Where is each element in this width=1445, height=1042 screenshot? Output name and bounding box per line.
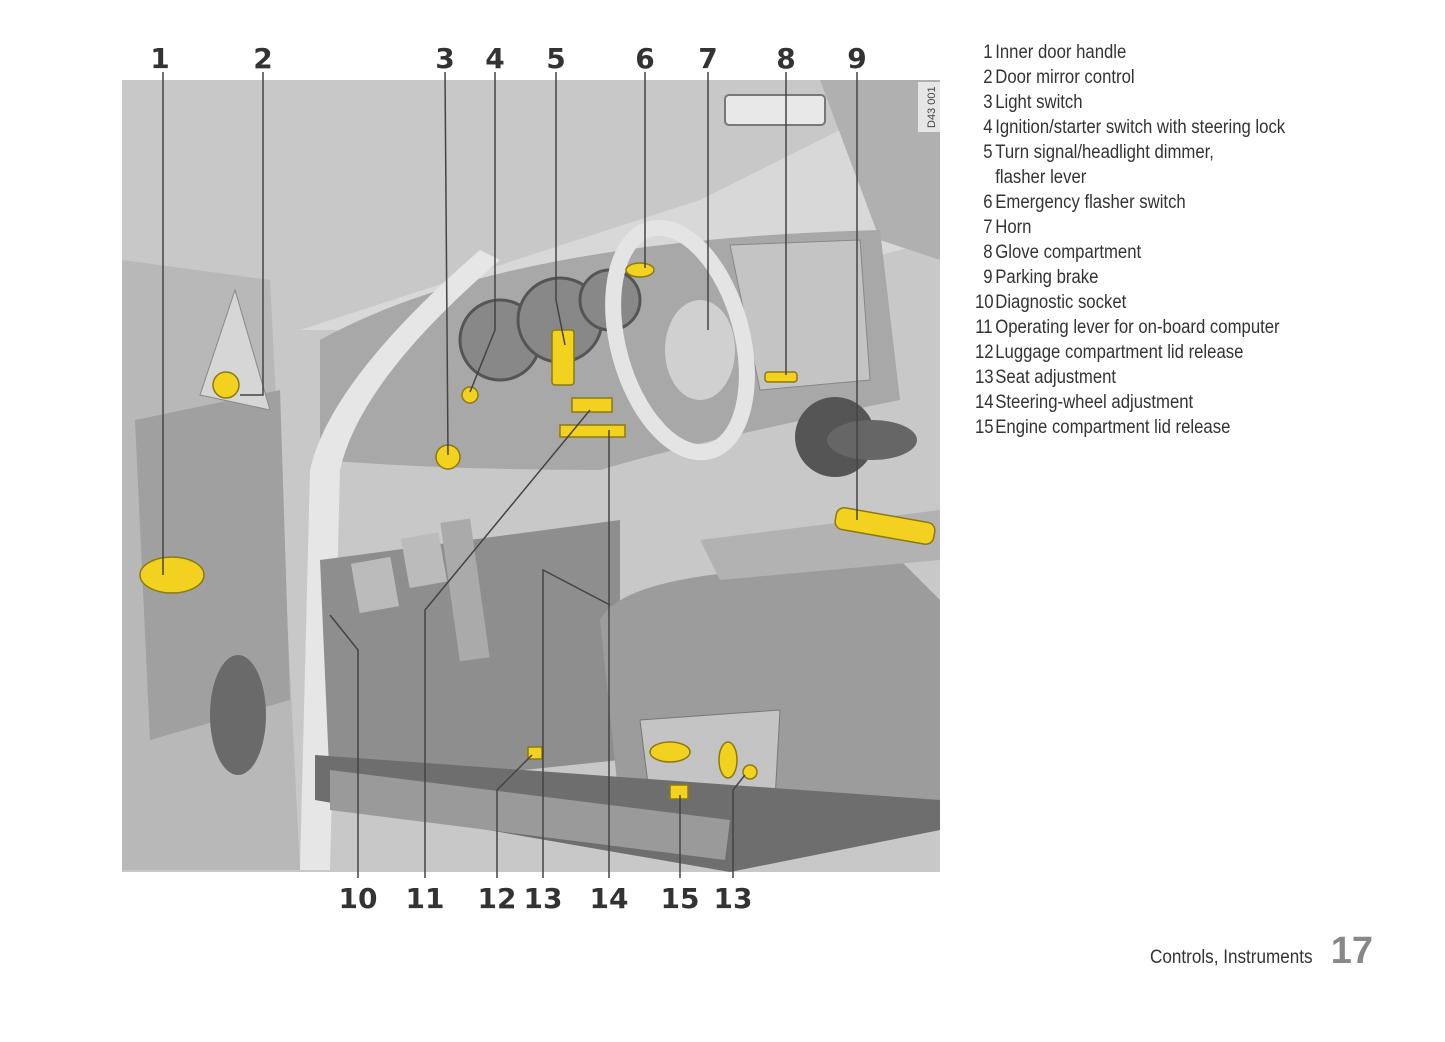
callout-6: 6	[635, 42, 654, 75]
drawing-number: D43 001	[926, 86, 938, 128]
page-footer: Controls, Instruments 17	[1132, 930, 1373, 973]
legend-text: Emergency flasher switch	[995, 192, 1186, 213]
legend-number: 2	[983, 67, 993, 88]
legend-text: Diagnostic socket	[995, 292, 1127, 313]
legend-text: Glove compartment	[995, 242, 1142, 263]
callout-12: 12	[478, 882, 517, 915]
callout-9: 9	[847, 42, 866, 75]
legend-number: 15	[975, 417, 994, 438]
callout-10: 10	[339, 882, 378, 915]
legend-number: 9	[983, 267, 993, 288]
legend-text: Operating lever for on-board computer	[995, 317, 1280, 338]
callout-1: 1	[150, 42, 169, 75]
legend-text: Seat adjustment	[995, 367, 1117, 388]
legend-text: Light switch	[995, 92, 1083, 113]
legend-text: Inner door handle	[995, 42, 1127, 63]
callout-3: 3	[435, 42, 454, 75]
callout-2: 2	[253, 42, 272, 75]
callout-11: 11	[406, 882, 445, 915]
callout-4: 4	[485, 42, 504, 75]
legend-text: Parking brake	[995, 267, 1099, 288]
section-title: Controls, Instruments	[1150, 947, 1313, 968]
callout-13: 13	[524, 882, 563, 915]
legend-text: Engine compartment lid release	[995, 417, 1231, 438]
legend-number: 10	[975, 292, 994, 313]
legend-number: 12	[975, 342, 994, 363]
legend-number: 4	[983, 117, 993, 138]
legend-number: 6	[983, 192, 993, 213]
legend-number: 13	[975, 367, 994, 388]
legend-text: Ignition/starter switch with steering lo…	[995, 117, 1286, 138]
legend-number: 3	[983, 92, 993, 113]
legend-number: 7	[983, 217, 993, 238]
legend-text: Turn signal/headlight dimmer, flasher le…	[995, 142, 1214, 188]
legend-number: 5	[983, 142, 993, 163]
legend-number: 11	[975, 317, 993, 338]
legend-number: 1	[983, 42, 993, 63]
page-number: 17	[1330, 930, 1373, 972]
legend-text: Horn	[995, 217, 1032, 238]
callout-7: 7	[698, 42, 717, 75]
legend-number: 14	[975, 392, 994, 413]
legend-text: Steering-wheel adjustment	[995, 392, 1194, 413]
inner-door-handle	[139, 556, 205, 594]
legend-text: Door mirror control	[995, 67, 1135, 88]
callout-15: 15	[661, 882, 700, 915]
legend-text: Luggage compartment lid release	[995, 342, 1244, 363]
callout-14: 14	[590, 882, 629, 915]
callout-8: 8	[776, 42, 795, 75]
callout-5: 5	[546, 42, 565, 75]
legend-number: 8	[983, 242, 993, 263]
callout-13b: 13	[714, 882, 753, 915]
